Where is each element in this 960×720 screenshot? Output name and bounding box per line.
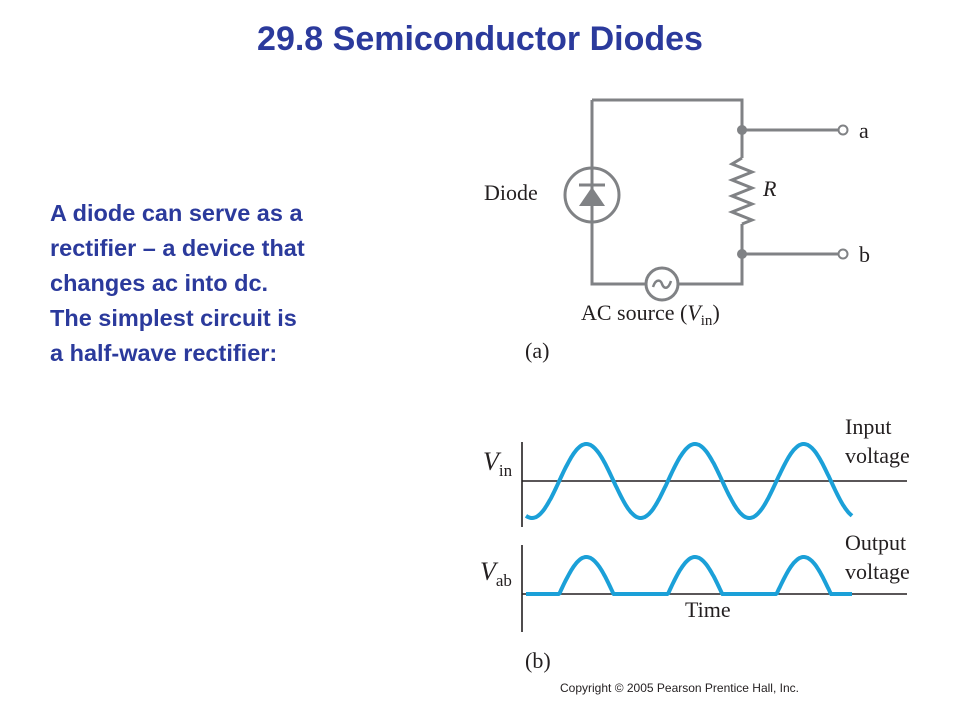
input-voltage-wave bbox=[524, 442, 854, 520]
time-axis-label: Time bbox=[685, 597, 731, 622]
body-text: A diode can serve as a rectifier – a dev… bbox=[50, 196, 470, 371]
body-line: rectifier – a device that bbox=[50, 235, 305, 261]
circuit-wire-left bbox=[590, 100, 646, 286]
terminal-a bbox=[837, 124, 849, 136]
body-line: A diode can serve as a bbox=[50, 200, 303, 226]
terminal-a-label: a bbox=[859, 118, 869, 143]
panel-a-label: (a) bbox=[525, 338, 549, 363]
copyright-notice: Copyright © 2005 Pearson Prentice Hall, … bbox=[560, 681, 799, 695]
input-axis-label: Vin bbox=[483, 447, 513, 480]
circuit-wire-top bbox=[592, 98, 744, 130]
output-voltage-wave bbox=[526, 555, 852, 596]
terminal-b bbox=[837, 248, 849, 260]
diode-triangle bbox=[579, 187, 605, 206]
terminal-b-label: b bbox=[859, 242, 870, 267]
junction-dot bbox=[737, 125, 747, 135]
output-axis-label: Vab bbox=[480, 557, 512, 590]
input-voltage-label: Input bbox=[845, 414, 891, 439]
input-voltage-label: voltage bbox=[845, 443, 910, 468]
diode-internals bbox=[579, 168, 605, 222]
junction-dot bbox=[737, 249, 747, 259]
body-line: a half-wave rectifier: bbox=[50, 340, 278, 366]
slide-title: 29.8 Semiconductor Diodes bbox=[257, 20, 703, 58]
output-voltage-label: Output bbox=[845, 530, 906, 555]
panel-b-label: (b) bbox=[525, 648, 551, 673]
tilde-icon bbox=[651, 279, 673, 289]
circuit-wire-bottom bbox=[678, 254, 744, 286]
body-line: The simplest circuit is bbox=[50, 305, 297, 331]
diode-label: Diode bbox=[484, 180, 538, 205]
circuit-diagram bbox=[563, 98, 838, 302]
ac-source-label: AC source (Vin) bbox=[581, 300, 720, 329]
ac-source-symbol bbox=[644, 266, 680, 302]
body-line: changes ac into dc. bbox=[50, 270, 269, 296]
output-voltage-label: voltage bbox=[845, 559, 910, 584]
resistor-symbol bbox=[727, 156, 757, 226]
resistor-label: R bbox=[762, 176, 777, 201]
